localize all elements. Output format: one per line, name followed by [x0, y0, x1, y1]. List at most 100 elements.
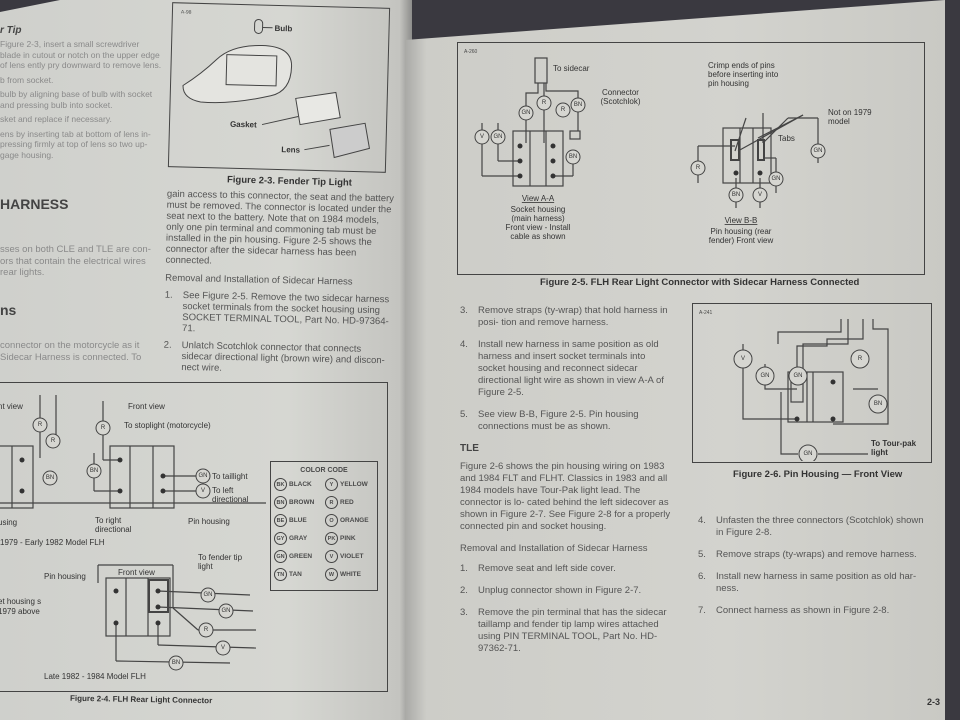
- front-view-label: nt view: [0, 402, 23, 411]
- figure-2-3: A-98 Bulb Gasket Lens: [167, 2, 391, 173]
- wire-connector: GN: [200, 587, 216, 603]
- tip-step: ens by inserting tab at bottom of lens i…: [0, 128, 151, 160]
- wire-color-code: V: [758, 192, 762, 198]
- connector-circle: [565, 149, 581, 165]
- color-code-name: GREEN: [289, 553, 313, 560]
- wire-color-code: R: [38, 422, 43, 428]
- step-item: 3.Remove straps (ty-wrap) that hold harn…: [460, 305, 668, 328]
- color-code-name: YELLOW: [340, 481, 368, 488]
- color-code-badge: V: [325, 550, 338, 563]
- connector-circle: [755, 366, 775, 386]
- color-code-badge: BN: [274, 496, 287, 509]
- flh-rear-light-connector-diagram: nt view Front view To stoplight (motorcy…: [0, 395, 266, 681]
- color-code-badge: Y: [325, 478, 338, 491]
- connector-circle: [850, 349, 870, 369]
- wire-connector: R: [690, 160, 706, 176]
- right-page: A-260 To sidecar Connector: [405, 0, 945, 720]
- connector-circle: [168, 655, 184, 671]
- tip-step: sket and replace if necessary.: [0, 114, 112, 124]
- wire-connector: R: [95, 420, 111, 436]
- connector-circle: [474, 129, 490, 145]
- color-code-badge: BE: [274, 514, 287, 527]
- connector-circle: [215, 640, 231, 656]
- figure-ref: A-260: [464, 49, 478, 55]
- to-tourpak-label: To Tour-pak light: [871, 439, 917, 457]
- to-stoplight-label: To stoplight (motorcycle): [124, 421, 211, 430]
- late-model-label: Late 1982 - 1984 Model FLH: [44, 672, 146, 681]
- connector-circle: [490, 129, 506, 145]
- connector-circle: [198, 622, 214, 638]
- color-code-name: RED: [340, 499, 354, 506]
- crimp-label: Crimp ends of pins before inserting into…: [708, 61, 779, 88]
- wire-connector: BN: [42, 470, 58, 486]
- connector-circle: [95, 420, 111, 436]
- wire-connector: BN: [728, 187, 744, 203]
- color-code-name: VIOLET: [340, 553, 364, 560]
- wire-color-code: BN: [46, 475, 54, 481]
- tle-paragraph: Figure 2-6 shows the pin housing wiring …: [460, 461, 671, 532]
- ns-paragraph: connector on the motorcycle as it Sideca…: [0, 340, 142, 363]
- tle-heading: TLE: [460, 443, 479, 454]
- to-taillight-label: To taillight: [212, 472, 248, 481]
- figure-2-6-caption: Figure 2-6. Pin Housing — Front View: [733, 469, 903, 480]
- figure-2-5-caption: Figure 2-5. FLH Rear Light Connector wit…: [540, 277, 860, 288]
- step-item: 4.Unfasten the three connectors (Scotchl…: [698, 515, 924, 538]
- step-item: 5.See view B-B, Figure 2-5. Pin housing …: [460, 409, 639, 432]
- color-code-badge: W: [325, 568, 338, 581]
- front-view-lower-label: Front view: [118, 568, 155, 577]
- step-item: 7.Connect harness as shown in Figure 2-8…: [698, 605, 890, 616]
- fender-tip-light-drawing: Bulb Gasket Lens: [182, 18, 371, 159]
- wire-color-code: V: [221, 645, 225, 651]
- wire-connector: GN: [798, 444, 818, 464]
- wire-connector: GN: [490, 129, 506, 145]
- color-code-title: COLOR CODE: [300, 467, 348, 474]
- wire-color-code: R: [542, 100, 547, 106]
- wire-color-code: V: [480, 134, 484, 140]
- figure-ref: A-98: [180, 9, 192, 16]
- lens-label: Lens: [281, 145, 300, 155]
- harness-paragraph: sses on both CLE and TLE are con- ors th…: [0, 244, 151, 278]
- wire-connector: R: [198, 622, 214, 638]
- not-on-1979-label: Not on 1979 model: [828, 108, 872, 126]
- step-item: 2.Unplug connector shown in Figure 2-7.: [460, 585, 642, 596]
- wire-color-code: V: [741, 356, 745, 362]
- wire-color-code: GN: [761, 373, 770, 379]
- color-code-badge: GN: [274, 550, 287, 563]
- color-code-badge: O: [325, 514, 338, 527]
- step-item: 3.Remove the pin terminal that has the s…: [460, 607, 667, 654]
- wire-color-code: BN: [90, 468, 98, 474]
- connector-paragraph: gain access to this connector, the seat …: [165, 188, 395, 267]
- wire-connector: GN: [768, 171, 784, 187]
- gasket-label: Gasket: [230, 120, 257, 130]
- color-code-badge: GY: [274, 532, 287, 545]
- step-item: 4.Install new harness in same position a…: [460, 339, 664, 398]
- connector-circle: [868, 394, 888, 414]
- tip-heading: r Tip: [0, 25, 22, 36]
- figure-2-4-caption: Figure 2-4. FLH Rear Light Connector: [69, 693, 213, 706]
- wire-connector: GN: [755, 366, 775, 386]
- wire-connector: V: [752, 187, 768, 203]
- step-item: 5.Remove straps (ty-wraps) and remove ha…: [698, 549, 917, 560]
- color-code-badge: BK: [274, 478, 287, 491]
- front-view-label: Front view: [128, 402, 165, 411]
- connector-circle: [518, 105, 534, 121]
- left-page: r Tip Figure 2-3, insert a small screwdr…: [0, 0, 412, 720]
- color-code-name: PINK: [340, 535, 356, 542]
- color-code-name: ORANGE: [340, 517, 369, 524]
- bulb-icon: [254, 18, 264, 34]
- wire-connector: GN: [518, 105, 534, 121]
- wire-color-code: GN: [794, 373, 803, 379]
- connector-circle: [555, 102, 571, 118]
- wire-connector: V: [733, 349, 753, 369]
- figure-2-3-caption: Figure 2-3. Fender Tip Light: [226, 174, 353, 189]
- connector-circle: [218, 603, 234, 619]
- step-item: 1.Remove seat and left side cover.: [460, 563, 616, 574]
- color-code-badge: TN: [274, 568, 287, 581]
- tip-step: Figure 2-3, insert a small screwdriver b…: [0, 39, 162, 70]
